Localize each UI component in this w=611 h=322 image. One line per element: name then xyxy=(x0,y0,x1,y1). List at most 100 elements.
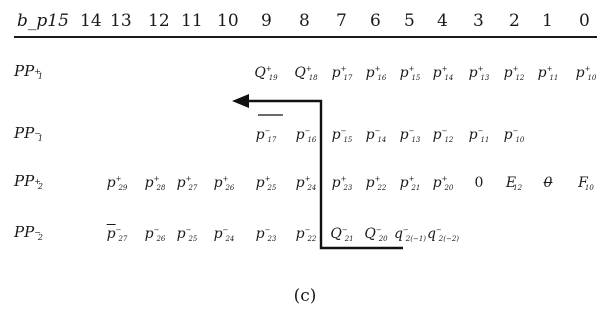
bit-cell-base: p xyxy=(503,65,513,81)
row-label-sub: 1 xyxy=(37,72,43,81)
bit-cell-sup: − xyxy=(375,226,382,234)
bit-cell-sub: 27 xyxy=(118,235,128,243)
bit-cell-sub: 16 xyxy=(377,74,387,82)
row-label-base: PP xyxy=(14,62,35,80)
bit-cell-sub: 17 xyxy=(267,136,277,144)
bit-cell-sub: 25 xyxy=(188,235,198,243)
bit-cell: p−14 xyxy=(365,127,387,144)
bit-cell-sup: + xyxy=(222,175,229,183)
bit-header-13: 13 xyxy=(110,11,132,31)
row-label-base: PP xyxy=(14,172,35,190)
bit-cell: p+20 xyxy=(432,175,454,192)
bit-cell: p−17 xyxy=(255,127,277,144)
row-label-sup: + xyxy=(34,177,41,186)
bit-cell: Q−21 xyxy=(330,226,354,243)
bit-cell-base: p xyxy=(503,127,513,143)
bit-cell: p+28 xyxy=(145,175,166,192)
bit-cell-base: p xyxy=(432,175,442,191)
bit-header-label: b_p15 xyxy=(17,11,69,31)
row-label-sub: 2 xyxy=(37,182,43,191)
bit-cell: p+21 xyxy=(400,175,421,192)
bit-cell-sup: − xyxy=(477,127,484,135)
row-label: PP+1 xyxy=(14,62,43,81)
bit-cell: p−13 xyxy=(399,127,421,144)
bit-header-2: 2 xyxy=(509,11,520,31)
bit-cell-sup: − xyxy=(153,226,160,234)
bit-cell-sub: 15 xyxy=(411,74,421,82)
bit-cell: p−11 xyxy=(469,127,490,144)
bit-cell-base: 0 xyxy=(543,175,553,191)
bit-cell-sub: 21 xyxy=(344,235,354,243)
bit-cell: Q−20 xyxy=(364,226,388,243)
bit-header-4: 4 xyxy=(437,11,448,31)
bit-cell-sup: − xyxy=(304,226,311,234)
bit-cell-sup: − xyxy=(340,127,347,135)
bit-cell-base: p xyxy=(106,224,116,242)
row-label-base: PP xyxy=(14,124,35,142)
bit-cell-sub: 2(−2) xyxy=(438,235,460,243)
bit-cell-sub: 27 xyxy=(188,184,198,192)
bit-cell: p+27 xyxy=(176,175,198,192)
bit-cell-sub: 26 xyxy=(156,235,166,243)
bit-cell: p−10 xyxy=(503,127,525,144)
bit-cell-sub: 2(−1) xyxy=(405,235,427,243)
bit-cell-sub: 22 xyxy=(377,184,387,192)
bit-cell-sub: 11 xyxy=(480,136,490,144)
bit-cell: p+22 xyxy=(366,175,387,192)
bit-cell-sub: 20 xyxy=(378,235,388,243)
bit-cell-sub: 22 xyxy=(307,235,317,243)
bit-cell-base: p xyxy=(575,65,585,81)
bit-cell-base: p xyxy=(432,127,442,143)
bit-cell: p−25 xyxy=(176,226,198,243)
bit-cell-sub: 19 xyxy=(268,74,278,82)
bit-cell: p−27 xyxy=(106,224,128,243)
bit-cell-sub: 23 xyxy=(267,235,277,243)
carry-path-line xyxy=(246,99,403,250)
bit-cell-sub: 21 xyxy=(411,184,421,192)
bit-cell-sub: 28 xyxy=(156,184,166,192)
bit-cell-sup: + xyxy=(374,175,381,183)
row-label-base: PP xyxy=(14,223,35,241)
bit-cell-sub: 25 xyxy=(267,184,277,192)
bit-cell-base: p xyxy=(399,127,409,143)
bit-cell-sup: − xyxy=(402,226,409,234)
bit-cell-sup: + xyxy=(304,175,311,183)
bit-cell: p−12 xyxy=(432,127,454,144)
bit-cell-sub: 14 xyxy=(377,136,387,144)
bit-cell-sub: 12 xyxy=(515,74,525,82)
bit-cell-sup: − xyxy=(341,226,348,234)
bit-header-7: 7 xyxy=(336,11,347,31)
bit-cell: 0 xyxy=(475,176,484,190)
bit-cell-sup: − xyxy=(374,127,381,135)
bit-cell-sup: + xyxy=(153,175,160,183)
bit-header-12: 12 xyxy=(148,11,170,31)
bit-cell-sub: 26 xyxy=(225,184,235,192)
bit-cell: p+13 xyxy=(468,65,490,82)
bit-cell-base: p xyxy=(255,127,265,143)
bit-cell-base: p xyxy=(176,226,186,242)
bit-cell: p+12 xyxy=(503,65,525,82)
bit-cell-sup: + xyxy=(305,65,312,73)
bit-cell: p−22 xyxy=(296,226,317,243)
bit-header-11: 11 xyxy=(181,11,203,31)
bit-cell-base: p xyxy=(468,65,478,81)
bit-cell: Q+18 xyxy=(294,65,317,82)
bit-cell-base: p xyxy=(144,226,154,242)
bit-header-6: 6 xyxy=(370,11,381,31)
bit-cell-sup: + xyxy=(584,65,591,73)
bit-cell-sup: − xyxy=(512,127,519,135)
bit-cell-sub: 13 xyxy=(411,136,421,144)
bit-cell-sup: + xyxy=(115,175,122,183)
bit-cell-base: q xyxy=(393,226,403,242)
bit-cell-sup: − xyxy=(264,226,271,234)
bit-cell-sub: 10 xyxy=(587,74,597,82)
bit-cell-sup: + xyxy=(408,175,415,183)
bit-cell: q−2(−1) xyxy=(393,226,427,243)
bit-cell: p+29 xyxy=(107,175,128,192)
bit-cell-sup: + xyxy=(264,175,271,183)
row-label: PP+2 xyxy=(14,172,43,191)
bit-cell-sup: + xyxy=(185,175,192,183)
bit-cell-base: p xyxy=(365,127,375,143)
bit-cell-base: p xyxy=(176,175,186,191)
